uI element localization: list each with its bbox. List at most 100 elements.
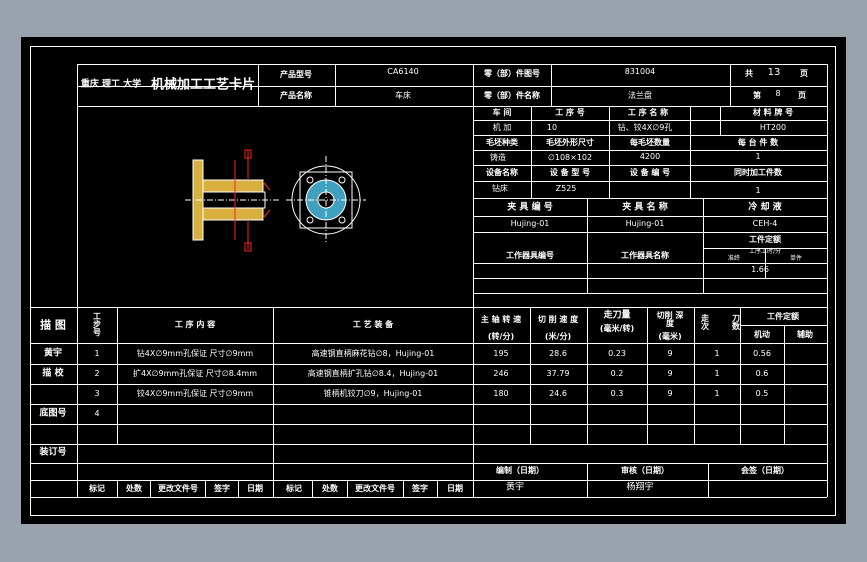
row-cell-speed: 246 [493,369,509,378]
row-cell-depth: 9 [667,369,673,378]
depth-label: 切削 深度 [656,311,684,328]
row-cell-equip: 高速钢直柄麻花钻∅8，Hujing-01 [311,349,435,358]
time-quota-label: 工件定额 [767,312,799,321]
signed-label: 会签（日期） [741,466,789,475]
product-model-label: 产品型号 [280,70,312,79]
blank-type: 铸造 [490,153,506,162]
machine-time-label: 机动 [754,330,770,339]
row-cell-feed: 0.23 [608,349,626,358]
compiled-by: 黄宇 [505,482,525,493]
total-label: 共 [745,69,753,78]
step-no-label: 工 步 号 [93,312,101,337]
speed-unit: (转/分) [487,332,515,341]
revision-label: 更改文件号 [355,484,395,493]
card-title: 机械加工工艺卡片 [150,77,256,93]
row-cell-feed: 0.3 [610,389,624,398]
revision-label: 更改文件号 [158,484,198,493]
row-cell-left: 底图号 [39,408,67,419]
equip-name-label: 设备名称 [486,168,518,177]
revision-label: 处数 [322,484,338,493]
row-cell-content: 铰4X∅9mm孔保证 尺寸∅9mm [136,389,254,398]
revision-label: 签字 [214,484,230,493]
blank-size-label: 毛坯外形尺寸 [546,138,594,147]
material-label: 材 料 牌 号 [752,108,794,117]
equip-model-label: 设 备 型 号 [549,168,591,177]
row-cell-speed: 180 [493,389,509,398]
revision-label: 日期 [247,484,263,493]
cut-speed-unit: (米/分) [544,332,572,341]
sheet-unit: 页 [798,91,806,100]
row-cell-cut: 37.79 [546,369,570,378]
equip-model: Z525 [555,184,577,193]
op-no: 10 [546,123,558,132]
row-cell-content: 钻4X∅9mm孔保证 尺寸∅9mm [136,349,254,358]
row-cell-left: 黄宇 [43,348,63,359]
unit-label: 单件 [789,255,803,262]
revision-label: 处数 [126,484,142,493]
simul-label: 同时加工件数 [734,168,782,177]
aux-time-label: 辅助 [797,330,813,339]
equip-name: 钻床 [492,184,508,193]
product-name-label: 产品名称 [280,91,312,100]
row-cell-depth: 9 [667,349,673,358]
simul: 1 [755,186,761,195]
workshop: 机 加 [492,123,512,132]
bind-label: 装订号 [39,447,67,458]
row-cell-no: 1 [94,349,100,358]
equip-no-label: 设 备 编 号 [629,168,671,177]
coolant-label: 冷 却 液 [748,202,782,213]
product-model: CA6140 [387,67,419,76]
sheet-no: 8 [775,89,781,98]
part-no-label: 零（部）件图号 [484,69,540,78]
op-name-label: 工 序 名 称 [627,108,669,117]
op-name: 钻、铰4X∅9孔 [617,123,673,132]
feed-unit: (毫米/转) [599,324,635,333]
feed-label: 走刀量 [603,310,631,321]
quota-sub: 工序工时/分 [748,248,782,255]
draw-label: 描 图 [40,318,66,332]
revision-label: 日期 [447,484,463,493]
total-pages: 13 [767,67,781,78]
per-unit: 1 [755,152,761,161]
fixture-no-label: 夹 具 编 号 [507,202,553,213]
revision-label: 标记 [89,484,105,493]
total-unit: 页 [800,69,808,78]
fixture-name: Hujing-01 [625,219,665,228]
row-cell-speed: 195 [493,349,509,358]
material: HT200 [759,123,787,132]
station-tool-name-label: 工作器具名称 [621,251,669,260]
workshop-label: 车 间 [492,108,512,117]
compiled-label: 编制（日期） [496,466,544,475]
row-cell-equip: 高速钢直柄扩孔钻∅8.4，Hujing-01 [307,369,439,378]
row-cell-cut: 28.6 [549,349,567,358]
revision-label: 标记 [286,484,302,493]
depth-unit: (毫米) [658,332,682,341]
row-cell-cut: 24.6 [549,389,567,398]
part-no: 831004 [624,67,656,76]
revision-label: 签字 [412,484,428,493]
row-cell-no: 2 [94,369,100,378]
row-cell-no: 3 [94,389,100,398]
part-name: 法兰盘 [628,91,652,100]
station-tool-no-label: 工作器具编号 [506,251,554,260]
fixture-name-label: 夹 具 名 称 [622,202,668,213]
per-unit-label: 每 台 件 数 [737,138,779,147]
row-cell-equip: 锥柄机铰刀∅9，Hujing-01 [323,389,423,398]
row-cell-feed: 0.2 [610,369,624,378]
drawing-sheet [21,37,846,524]
passes-label-2: 刀 数 [732,314,740,331]
blank-type-label: 毛坯种类 [486,138,518,147]
row-cell-pass: 1 [714,369,720,378]
row-cell-content: 扩4X∅9mm孔保证 尺寸∅8.4mm [132,369,258,378]
coolant: CEH-4 [752,219,778,228]
equip-label: 工 艺 装 备 [352,320,394,329]
speed-label: 主 轴 转 速 [480,315,522,324]
content-label: 工 序 内 容 [174,320,216,329]
reviewed-by: 杨翔宇 [626,482,654,493]
blank-count: 4200 [639,152,661,161]
reviewed-label: 审核（日期） [621,466,669,475]
passes-label: 走 次 [701,314,709,331]
unit-time: 1.66 [751,265,769,274]
card-frame [30,46,836,516]
